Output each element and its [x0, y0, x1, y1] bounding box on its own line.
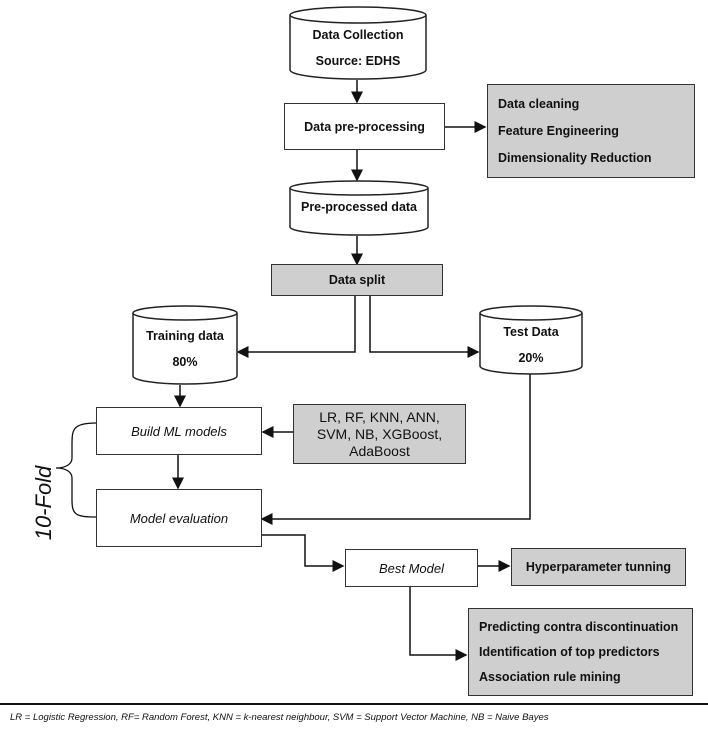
arrow-split-to-test: [369, 296, 480, 358]
data-split-box: Data split: [271, 264, 443, 296]
build-ml-models-box: Build ML models: [96, 407, 262, 455]
preprocessing-steps-box: Data cleaning Feature Engineering Dimens…: [487, 84, 695, 178]
cylinder-shape: [289, 180, 429, 236]
fold-brace: [55, 422, 97, 518]
abbreviations-footnote: LR = Logistic Regression, RF= Random For…: [10, 712, 549, 723]
outputs-box: Predicting contra discontinuation Identi…: [468, 608, 693, 696]
test-data-pct: 20%: [518, 351, 544, 365]
algorithms-line-2: SVM, NB, XGBoost,: [316, 425, 443, 442]
arrow-best-to-outputs: [409, 587, 468, 661]
arrow-evaluation-to-best: [262, 534, 345, 572]
algorithms-box: LR, RF, KNN, ANN, SVM, NB, XGBoost, AdaB…: [293, 404, 466, 464]
training-data-title: Training data: [146, 329, 224, 343]
algorithms-line-3: AdaBoost: [349, 442, 410, 459]
output-identification: Identification of top predictors: [479, 644, 660, 659]
cylinder-shape: [132, 305, 238, 385]
data-collection-title: Data Collection: [312, 28, 404, 42]
arrow-split-to-training: [236, 296, 356, 358]
hyperparameter-tuning-box: Hyperparameter tunning: [511, 548, 686, 586]
test-data-cylinder: Test Data 20%: [479, 305, 583, 375]
output-association: Association rule mining: [479, 669, 621, 684]
data-collection-source: Source: EDHS: [315, 54, 401, 68]
arrow-test-to-evaluation: [260, 374, 531, 525]
preprocessed-data-label: Pre-processed data: [300, 200, 418, 214]
footnote-divider: [0, 703, 708, 705]
step-feature-engineering: Feature Engineering: [498, 123, 619, 138]
output-predicting: Predicting contra discontinuation: [479, 620, 679, 635]
data-preprocessing-box: Data pre-processing: [284, 103, 445, 150]
data-collection-cylinder: Data Collection Source: EDHS: [289, 6, 427, 80]
algorithms-line-1: LR, RF, KNN, ANN,: [319, 408, 440, 425]
ten-fold-label: 10-Fold: [31, 465, 56, 541]
step-dimensionality-reduction: Dimensionality Reduction: [498, 150, 652, 165]
training-data-pct: 80%: [172, 355, 198, 369]
cylinder-shape: [479, 305, 583, 375]
preprocessed-data-cylinder: Pre-processed data: [289, 180, 429, 236]
best-model-box: Best Model: [345, 549, 478, 587]
model-evaluation-box: Model evaluation: [96, 489, 262, 547]
cylinder-shape: [289, 6, 427, 80]
step-data-cleaning: Data cleaning: [498, 97, 580, 112]
test-data-title: Test Data: [503, 325, 559, 339]
training-data-cylinder: Training data 80%: [132, 305, 238, 385]
